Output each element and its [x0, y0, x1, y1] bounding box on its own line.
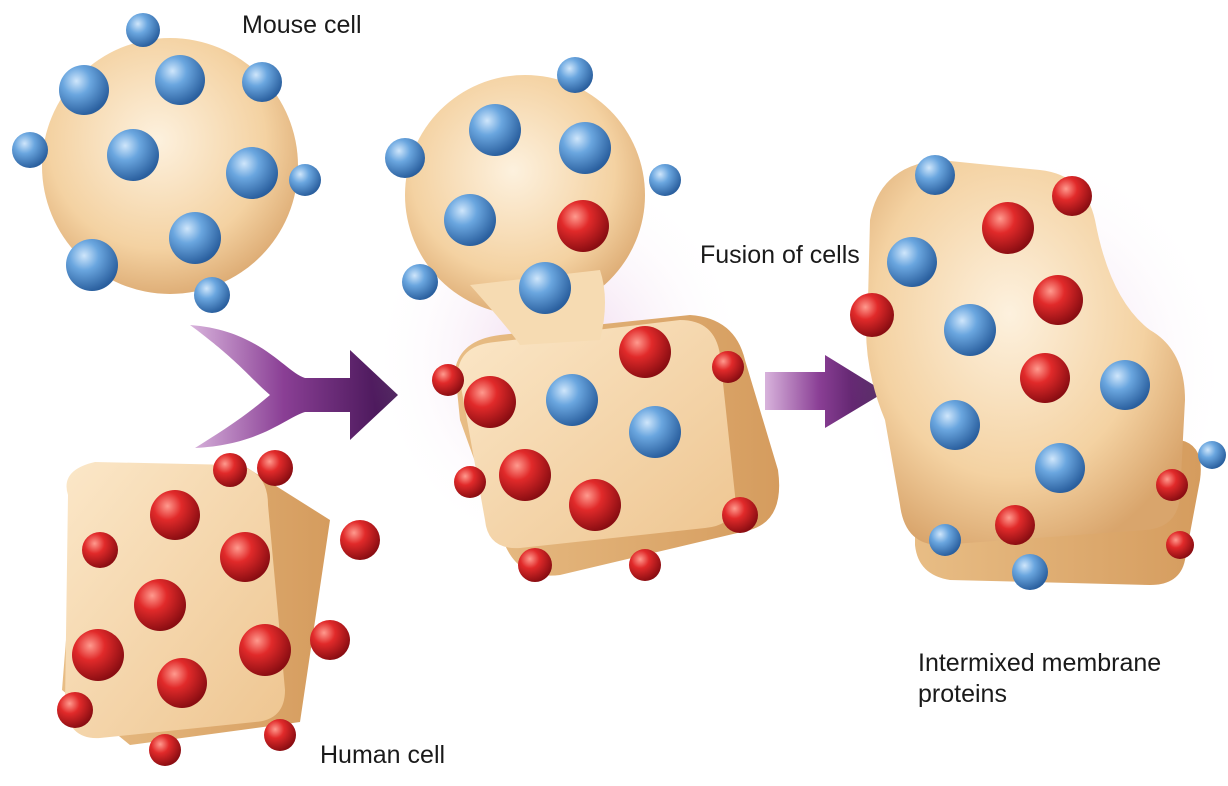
mouse-protein	[915, 155, 955, 195]
mouse-protein	[66, 239, 118, 291]
human-protein	[1166, 531, 1194, 559]
mouse-protein	[557, 57, 593, 93]
human-protein	[150, 490, 200, 540]
mouse-protein	[469, 104, 521, 156]
mouse-protein	[107, 129, 159, 181]
human-protein	[1052, 176, 1092, 216]
mouse-protein	[194, 277, 230, 313]
mouse-protein	[289, 164, 321, 196]
human-protein	[629, 549, 661, 581]
human-protein	[1156, 469, 1188, 501]
human-protein	[499, 449, 551, 501]
human-protein	[82, 532, 118, 568]
mouse-protein	[519, 262, 571, 314]
mouse-protein	[1012, 554, 1048, 590]
human-protein	[995, 505, 1035, 545]
human-protein	[1033, 275, 1083, 325]
human-protein	[712, 351, 744, 383]
mouse-protein	[930, 400, 980, 450]
human-protein	[149, 734, 181, 766]
human-protein	[619, 326, 671, 378]
fusion-label: Fusion of cells	[700, 240, 860, 271]
human-protein	[257, 450, 293, 486]
human-protein	[722, 497, 758, 533]
human-protein	[982, 202, 1034, 254]
intermixed-label: Intermixed membrane proteins	[918, 648, 1218, 711]
fusion-arrow	[190, 325, 398, 448]
human-protein	[310, 620, 350, 660]
mouse-protein	[126, 13, 160, 47]
mouse-protein	[242, 62, 282, 102]
human-protein	[157, 658, 207, 708]
mouse-protein	[1035, 443, 1085, 493]
mouse-protein	[929, 524, 961, 556]
mouse-protein	[887, 237, 937, 287]
mouse-protein	[59, 65, 109, 115]
human-protein	[239, 624, 291, 676]
mouse-protein	[944, 304, 996, 356]
human-protein	[432, 364, 464, 396]
human-protein	[72, 629, 124, 681]
human-protein	[850, 293, 894, 337]
mouse-protein	[1100, 360, 1150, 410]
human-protein	[134, 579, 186, 631]
human-protein	[464, 376, 516, 428]
mouse-protein	[444, 194, 496, 246]
human-protein	[569, 479, 621, 531]
mouse-protein	[546, 374, 598, 426]
human-cell-label: Human cell	[320, 740, 445, 771]
human-protein	[57, 692, 93, 728]
mouse-protein	[169, 212, 221, 264]
mouse-protein	[12, 132, 48, 168]
mouse-protein	[155, 55, 205, 105]
human-protein	[340, 520, 380, 560]
human-protein	[1020, 353, 1070, 403]
human-protein	[220, 532, 270, 582]
merge-arrow-icon	[190, 325, 398, 448]
human-protein	[454, 466, 486, 498]
mouse-protein	[385, 138, 425, 178]
human-protein	[264, 719, 296, 751]
mouse-protein	[649, 164, 681, 196]
mouse-protein	[226, 147, 278, 199]
mouse-protein	[559, 122, 611, 174]
human-protein	[213, 453, 247, 487]
mouse-protein	[402, 264, 438, 300]
mouse-cell-label: Mouse cell	[242, 10, 362, 41]
mouse-protein	[1198, 441, 1226, 469]
human-protein	[518, 548, 552, 582]
human-protein	[557, 200, 609, 252]
mouse-protein	[629, 406, 681, 458]
